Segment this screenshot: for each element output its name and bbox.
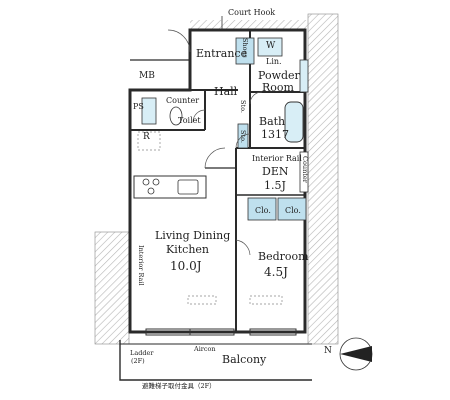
stove-burner bbox=[142, 178, 150, 186]
hatch-top bbox=[190, 20, 308, 30]
aircon-label: Aircon bbox=[194, 345, 216, 353]
bathtub bbox=[284, 101, 304, 143]
sink bbox=[177, 179, 199, 195]
bedroom-label: Bedroom bbox=[258, 250, 309, 263]
ldk-label-line1: Living Dining bbox=[155, 229, 231, 242]
north-arrow-icon bbox=[339, 337, 373, 371]
stove-burner bbox=[147, 187, 155, 195]
counter-label-top: Counter bbox=[166, 96, 200, 105]
ldk-label-line2: Kitchen bbox=[166, 243, 209, 256]
hall-label: Hall bbox=[214, 85, 238, 98]
storage-label-1: Sto. bbox=[239, 100, 248, 113]
toilet-bowl bbox=[169, 106, 183, 126]
ladder-floor-label: (2F) bbox=[131, 357, 145, 365]
interior-rail-ldk-label: Interior Rail bbox=[137, 245, 146, 286]
powder-room-label-line2: Room bbox=[262, 81, 294, 94]
r-label: R bbox=[143, 132, 150, 142]
balcony-label: Balcony bbox=[222, 353, 267, 366]
stove-burner bbox=[152, 178, 160, 186]
den-label: DEN bbox=[262, 165, 289, 178]
bath-size-label: 1317 bbox=[261, 128, 289, 141]
counter-right bbox=[299, 151, 309, 193]
bath-label: Bath bbox=[259, 115, 286, 128]
door-swings bbox=[167, 29, 263, 256]
interior-rail-den-label: Interior Rail bbox=[252, 154, 302, 163]
mb-label: MB bbox=[139, 71, 155, 81]
balcony-windows bbox=[145, 328, 297, 336]
storage-label-2: Sto. bbox=[239, 130, 248, 143]
den-size-label: 1.5J bbox=[264, 179, 286, 192]
ps-label: PS bbox=[133, 102, 144, 111]
walls bbox=[119, 28, 312, 381]
entrance-label: Entrance bbox=[196, 47, 248, 60]
bottom-note-label: 避難梯子取付金具（2F） bbox=[142, 382, 216, 390]
ldk-size-label: 10.0J bbox=[170, 259, 202, 273]
kitchen-counter bbox=[133, 175, 207, 199]
shoes-label: Shoes bbox=[241, 38, 250, 58]
closet-label-1: Clo. bbox=[255, 206, 271, 215]
hatch-left bbox=[94, 231, 130, 345]
north-label: N bbox=[324, 346, 332, 356]
washer-label: W bbox=[266, 41, 276, 51]
court-hook-label: Court Hook bbox=[228, 8, 276, 17]
hatch-right bbox=[307, 13, 339, 345]
dashed-marks bbox=[137, 131, 283, 305]
bedroom-size-label: 4.5J bbox=[264, 265, 288, 279]
closet-label-2: Clo. bbox=[285, 206, 301, 215]
powder-room-label-line1: Powder bbox=[258, 69, 300, 82]
counter-side-label: Counter bbox=[301, 156, 310, 183]
linen-label: Lin. bbox=[266, 57, 282, 66]
ladder-label: Ladder bbox=[130, 349, 154, 357]
toilet-label: Toilet bbox=[178, 116, 201, 125]
